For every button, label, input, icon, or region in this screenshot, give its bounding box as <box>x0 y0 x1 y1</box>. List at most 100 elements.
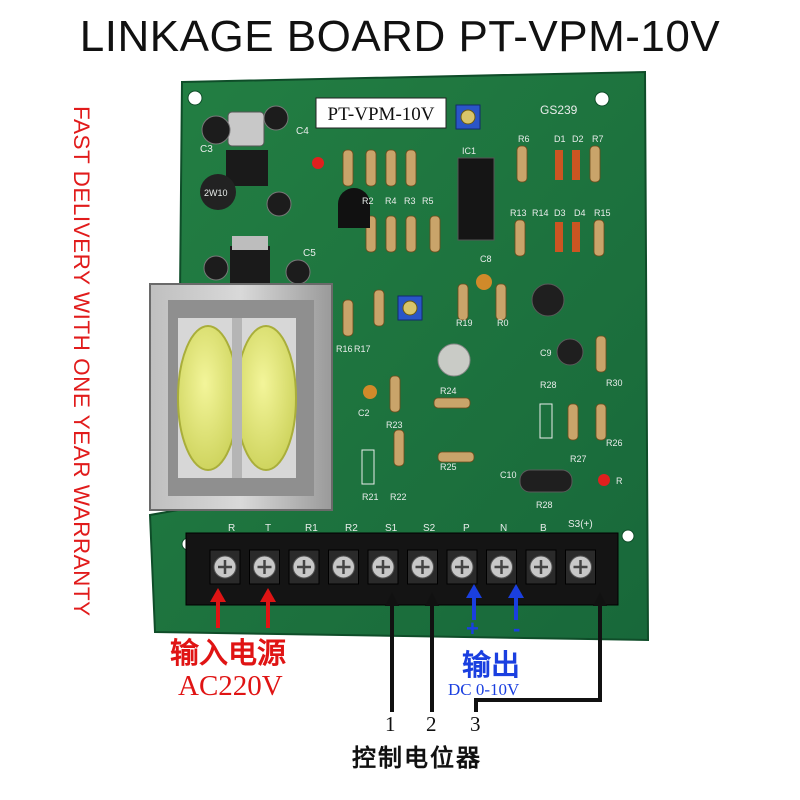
svg-text:R: R <box>616 476 623 486</box>
svg-text:R7: R7 <box>592 134 604 144</box>
terminal-screw <box>407 549 438 585</box>
svg-text:R17: R17 <box>354 344 371 354</box>
svg-text:R25: R25 <box>440 462 457 472</box>
svg-text:S3(+): S3(+) <box>568 519 593 530</box>
svg-text:R15: R15 <box>594 208 611 218</box>
svg-text:R30: R30 <box>606 378 623 388</box>
terminal-screw <box>565 549 596 585</box>
capacitor <box>201 115 231 145</box>
dc-range-label: DC 0-10V <box>448 680 520 699</box>
svg-text:R2: R2 <box>345 523 358 534</box>
svg-text:D2: D2 <box>572 134 584 144</box>
arrow-up-icon <box>466 584 524 620</box>
svg-text:D1: D1 <box>554 134 566 144</box>
svg-text:C10: C10 <box>500 470 517 480</box>
terminal-screw <box>525 549 557 585</box>
svg-text:R19: R19 <box>456 318 473 328</box>
terminal-screw <box>367 549 399 585</box>
svg-text:R3: R3 <box>404 196 416 206</box>
svg-text:R28: R28 <box>536 500 553 510</box>
terminal-labels: R T R1 R2 S1 S2 P N B S3(+) <box>228 519 593 534</box>
svg-text:R21: R21 <box>362 492 379 502</box>
ceramic-capacitor <box>476 274 492 290</box>
wire-number-2: 2 <box>426 712 437 736</box>
terminal-screw <box>328 549 359 585</box>
svg-text:R16: R16 <box>336 344 353 354</box>
svg-text:S1: S1 <box>385 523 398 534</box>
svg-text:R0: R0 <box>497 318 509 328</box>
svg-text:T: T <box>265 523 271 534</box>
terminal-screw <box>446 549 478 585</box>
transistor <box>338 188 370 228</box>
potentiometer-wires <box>385 592 607 712</box>
capacitor <box>266 191 292 217</box>
ac-voltage-label: AC220V <box>178 670 283 702</box>
svg-text:R14: R14 <box>532 208 549 218</box>
svg-text:C3: C3 <box>200 144 213 155</box>
svg-text:N: N <box>500 523 507 534</box>
svg-text:D3: D3 <box>554 208 566 218</box>
svg-text:R23: R23 <box>386 420 403 430</box>
terminal-screw <box>486 549 517 585</box>
svg-text:R2: R2 <box>362 196 374 206</box>
output-label: 输出 <box>462 648 521 682</box>
svg-text:R27: R27 <box>570 454 587 464</box>
silkscreen-labels: R6 D1 D2 R7 R2 R4 R3 R5 R13 R14 D3 D4 R1… <box>336 134 623 510</box>
electrolytic-capacitor <box>519 469 573 493</box>
resistor-array <box>342 145 607 467</box>
terminal-screw <box>209 549 241 585</box>
svg-text:B: B <box>540 523 547 534</box>
svg-text:R26: R26 <box>606 438 623 448</box>
electrolytic-capacitor <box>556 338 584 366</box>
svg-text:P: P <box>463 523 470 534</box>
svg-text:R: R <box>228 523 235 534</box>
terminal-screw <box>288 549 320 585</box>
svg-text:R24: R24 <box>440 386 457 396</box>
arrow-up-icon <box>210 588 276 628</box>
model-label-plate: PT-VPM-10V <box>315 97 447 129</box>
svg-text:R28: R28 <box>540 380 557 390</box>
electrolytic-capacitor <box>531 283 565 317</box>
svg-text:R1: R1 <box>305 523 318 534</box>
output-minus-label: - <box>513 616 521 641</box>
led-indicator <box>598 474 610 486</box>
capacitor <box>203 255 229 281</box>
bridge-rectifier <box>200 174 236 210</box>
svg-text:IC1: IC1 <box>462 146 476 156</box>
svg-text:C9: C9 <box>540 348 552 358</box>
svg-text:C4: C4 <box>296 126 309 137</box>
svg-text:R5: R5 <box>422 196 434 206</box>
terminal-screw <box>249 549 280 585</box>
ic-chip <box>457 157 495 241</box>
svg-text:2W10: 2W10 <box>204 188 228 198</box>
voltage-regulator <box>226 111 270 286</box>
input-power-label: 输入电源 <box>170 636 287 670</box>
trimmer-potentiometer-icon <box>455 104 481 130</box>
svg-text:S2: S2 <box>423 523 436 534</box>
svg-text:C2: C2 <box>358 408 370 418</box>
capacitor <box>263 105 289 131</box>
potentiometer-label: 控制电位器 <box>352 743 482 772</box>
output-plus-label: + <box>466 616 479 641</box>
resistor-outline <box>361 403 553 485</box>
svg-text:R6: R6 <box>518 134 530 144</box>
wire-number-1: 1 <box>385 712 396 736</box>
model-label: PT-VPM-10V <box>328 104 435 125</box>
ceramic-capacitor <box>363 385 377 399</box>
led-indicator <box>312 157 324 169</box>
page-title: LINKAGE BOARD PT-VPM-10V <box>79 12 721 61</box>
capacitor <box>285 259 311 285</box>
svg-text:C5: C5 <box>303 248 316 259</box>
svg-text:R22: R22 <box>390 492 407 502</box>
svg-text:R13: R13 <box>510 208 527 218</box>
wire-number-3: 3 <box>470 712 481 736</box>
svg-text:R4: R4 <box>385 196 397 206</box>
trimmer-potentiometer-icon <box>397 295 423 321</box>
qc-sticker <box>437 343 471 377</box>
transformer-icon <box>149 283 333 511</box>
terminal-block-icon <box>185 532 619 606</box>
svg-text:D4: D4 <box>574 208 586 218</box>
board-code: GS239 <box>540 103 578 117</box>
diode-array <box>555 150 580 252</box>
